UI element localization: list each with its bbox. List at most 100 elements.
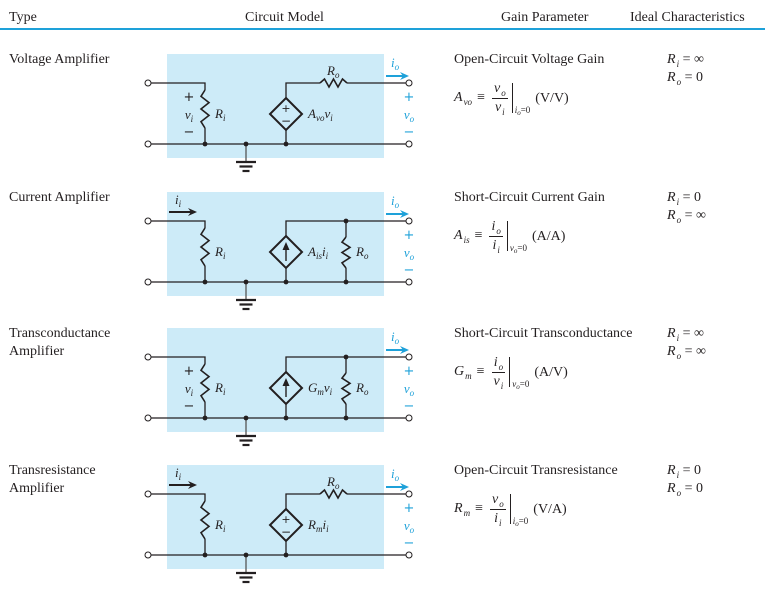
- output-current-arrow: [386, 72, 409, 80]
- ideal-value: = ∞: [681, 344, 706, 359]
- output-terminal-negative: [405, 140, 413, 148]
- ideal-subscript: o: [676, 77, 682, 87]
- gain-formula: Rm ≡ vo ii io=0 (V/A): [454, 490, 567, 529]
- ideal-value: = ∞: [681, 208, 706, 223]
- label-text: R: [214, 106, 223, 121]
- condition-subscript: o: [513, 247, 518, 255]
- label-text: i: [391, 193, 395, 208]
- label-subscript: i: [330, 113, 333, 123]
- ideal-symbol: R: [667, 70, 676, 85]
- gain-symbol-main: A: [454, 228, 463, 243]
- numerator-subscript: o: [501, 87, 506, 98]
- input-current-arrow: [169, 208, 197, 216]
- ideal-subscript: i: [676, 333, 680, 343]
- denominator-var: i: [494, 510, 499, 526]
- output-resistor-label: Ro: [326, 474, 340, 491]
- gain-symbol-subscript: is: [463, 235, 470, 245]
- arrow-head: [400, 346, 409, 354]
- label-text: i: [175, 465, 179, 480]
- label-text: A: [307, 106, 316, 121]
- numerator-subscript: o: [499, 498, 504, 509]
- output-terminal-positive: [405, 490, 413, 498]
- input-resistor: [199, 500, 211, 540]
- label-subscript: m: [317, 387, 324, 397]
- output-plus-sign: +: [404, 228, 415, 243]
- label-subscript: i: [326, 524, 329, 534]
- arrow-head: [188, 481, 197, 489]
- column-header-ideal-characteristics: Ideal Characteristics: [630, 10, 745, 25]
- equivalence-sign: ≡: [477, 90, 485, 105]
- label-subscript: o: [395, 473, 400, 483]
- input-current-label: ii: [175, 192, 182, 209]
- label-subscript: o: [395, 336, 400, 346]
- ideal-input-resistance: Ri = ∞: [667, 51, 704, 69]
- junction-dot: [283, 415, 289, 421]
- gain-fraction: io vi: [491, 355, 506, 391]
- input-resistor: [199, 89, 211, 129]
- ideal-subscript: i: [676, 197, 680, 207]
- output-minus-sign: −: [404, 263, 415, 278]
- gain-parameter-name: Open-Circuit Transresistance: [454, 463, 618, 478]
- condition-subscript: o: [516, 383, 520, 391]
- output-resistor-label: Ro: [355, 380, 369, 397]
- fraction-denominator: vi: [492, 373, 506, 391]
- input-terminal-positive: [144, 490, 152, 498]
- source-plus-sign: +: [281, 513, 290, 526]
- label-subscript: o: [410, 252, 415, 262]
- label-text: v: [324, 380, 330, 395]
- evaluation-bar: [509, 357, 511, 387]
- label-subscript: i: [191, 388, 194, 398]
- label-text: i: [175, 192, 179, 207]
- arrow-head: [400, 72, 409, 80]
- amplifier-type-line: Transresistance: [9, 463, 96, 478]
- ground-icon: [236, 282, 256, 311]
- equivalence-sign: ≡: [475, 501, 483, 516]
- label-text: R: [214, 517, 223, 532]
- evaluation-condition: io=0: [515, 105, 531, 117]
- ideal-subscript: i: [676, 470, 680, 480]
- input-terminal-positive: [144, 217, 152, 225]
- gain-parameter-name: Short-Circuit Transconductance: [454, 326, 633, 341]
- label-subscript: i: [223, 113, 226, 123]
- label-subscript: i: [191, 114, 194, 124]
- amplifier-type: Voltage Amplifier: [9, 51, 109, 69]
- ideal-value: = ∞: [679, 52, 704, 67]
- ideal-symbol: R: [667, 190, 676, 205]
- junction-dot: [202, 279, 208, 285]
- amplifier-row-transresistance-amplifier: Transresistance Amplifier Open-Circuit T…: [0, 462, 765, 592]
- output-voltage-label: vo: [404, 518, 415, 535]
- equivalence-sign: ≡: [476, 364, 485, 379]
- junction-dot: [202, 141, 208, 147]
- source-minus-sign: −: [281, 114, 291, 128]
- amplifier-type: Transresistance Amplifier: [9, 462, 96, 498]
- ideal-input-resistance: Ri = ∞: [667, 325, 706, 343]
- circuit-panel: [167, 465, 384, 569]
- denominator-var: v: [493, 373, 500, 389]
- ideal-value: = 0: [679, 190, 701, 205]
- evaluation-bar: [506, 221, 508, 251]
- ideal-characteristics: Ri = 0 Ro = 0: [667, 462, 703, 498]
- denominator-subscript: i: [500, 380, 504, 391]
- output-resistor: [340, 372, 352, 405]
- output-minus-sign: −: [404, 536, 415, 551]
- junction-dot: [283, 552, 289, 558]
- ideal-symbol: R: [667, 344, 676, 359]
- source-label: Avovi: [307, 106, 333, 123]
- input-resistor-label: Ri: [214, 244, 226, 261]
- label-text: i: [391, 329, 395, 344]
- junction-dot: [202, 552, 208, 558]
- label-text: A: [307, 244, 316, 259]
- label-subscript: i: [330, 387, 333, 397]
- amplifier-row-transconductance-amplifier: Transconductance Amplifier Short-Circuit…: [0, 325, 765, 455]
- input-terminal-positive: [144, 353, 152, 361]
- condition-value: =0: [518, 516, 529, 526]
- ideal-subscript: o: [676, 215, 682, 225]
- ground-icon: [236, 555, 256, 584]
- input-resistor: [199, 363, 211, 403]
- output-current-label: io: [391, 329, 400, 346]
- output-resistor-label: Ro: [326, 63, 340, 80]
- output-terminal-positive: [405, 217, 413, 225]
